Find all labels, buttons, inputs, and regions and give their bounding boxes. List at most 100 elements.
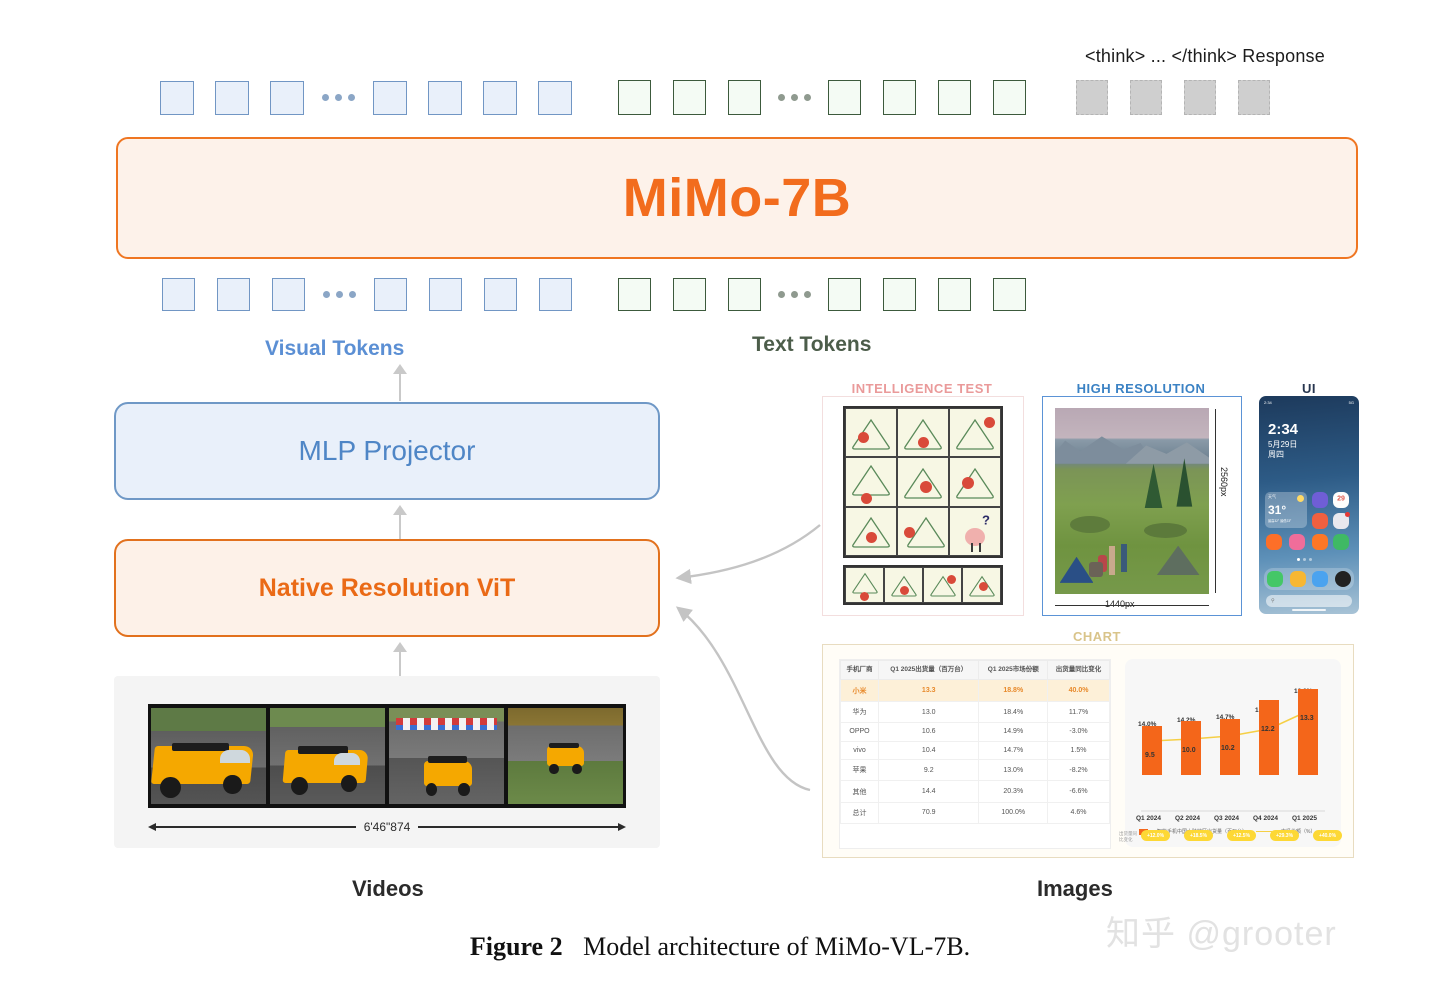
bar-value-label: 10.2 [1221,745,1235,752]
iq-cell-question: ? [949,506,1001,556]
ellipsis-visual-top [322,94,355,101]
table-cell: 14.9% [978,722,1049,742]
x-axis-label: Q1 2025 [1292,815,1317,822]
visual-token [162,278,195,311]
iq-cell [897,506,949,556]
mlp-projector-label: MLP Projector [298,435,476,466]
yoy-badge: +29.3% [1270,830,1299,841]
landscape-photo [1055,408,1209,594]
phone-app-icon[interactable] [1333,534,1349,550]
phone-search-bar[interactable]: ⚲ [1266,595,1352,607]
ellipsis-visual-bottom [323,291,356,298]
table-row: 华为 13.0 18.4% 11.7% [840,700,1110,724]
bottom-token-row [162,278,1026,311]
phone-weekday: 周四 [1268,450,1284,459]
table-row: OPPO 10.6 14.9% -3.0% [840,722,1110,742]
yoy-row-label: 出货量同比变化 [1119,831,1137,842]
phone-date: 5月29日 [1268,440,1298,449]
table-cell: 小米 [840,679,879,702]
table-header-row: 手机厂商 Q1 2025出货量（百万台） Q1 2025市场份额 出货量同比变化 [840,660,1110,681]
phone-dock-icon[interactable] [1312,571,1329,587]
bar-value-label: 10.0 [1182,747,1196,754]
table-row: 小米 13.3 18.8% 40.0% [840,679,1110,702]
ellipsis-text-top [778,94,811,101]
iq-option[interactable] [962,567,1001,603]
phone-dock-icon[interactable] [1267,571,1284,587]
table-cell: 13.0 [877,700,980,724]
video-timeline: 6'46"874 [148,819,626,835]
weather-note: 最高32° 最低23° [1268,519,1292,523]
question-mark: ? [982,512,990,528]
timeline-line [156,826,356,828]
iq-dot [984,416,995,428]
visual-token [538,80,572,115]
weather-temp: 31° [1268,503,1287,517]
iq-cell [845,408,897,458]
weather-city: 天气 [1268,494,1276,499]
table-cell: 40.0% [1047,679,1110,702]
phone-dock-icon[interactable] [1334,571,1351,587]
visual-token [429,278,462,311]
video-frame [151,708,266,804]
iq-dot [978,581,988,591]
phone-app-icon[interactable] [1312,492,1328,508]
visual-token [270,80,304,115]
intelligence-test-card: ? [822,396,1024,616]
table-cell: 苹果 [840,758,879,782]
phone-weather-widget[interactable]: 天气 31° 最高32° 最低23° [1265,492,1307,528]
brain-icon [965,527,985,546]
notification-badge [1345,512,1350,517]
table-cell: 14.4 [877,780,980,803]
visual-token [374,278,407,311]
yoy-badge: +18.5% [1184,830,1213,841]
timeline-arrow-left [148,823,156,831]
text-token [993,278,1026,311]
width-dimension-label: 1440px [1105,599,1135,609]
table-col-header: Q1 2025市场份额 [978,660,1049,681]
text-tokens-label: Text Tokens [752,333,872,356]
bar-value-label: 13.3 [1300,715,1314,722]
table-cell: 1.5% [1047,740,1110,760]
images-label: Images [1037,876,1113,901]
response-token [1238,80,1270,115]
phone-app-icon[interactable]: 29 [1333,492,1349,508]
vit-label: Native Resolution ViT [258,573,516,602]
bar [1181,721,1201,775]
table-cell: 14.7% [978,740,1049,760]
iq-option[interactable] [884,567,923,603]
arrow-vit-to-projector [399,513,401,540]
visual-token [483,80,517,115]
line-point-label: 14.2% [1177,717,1195,724]
table-cell: OPPO [840,722,879,742]
phone-app-icon[interactable] [1333,512,1350,529]
x-axis-label: Q4 2024 [1253,815,1278,822]
text-token [828,80,861,115]
width-dimension-line [1055,605,1209,606]
text-token [728,278,761,311]
response-token [1076,80,1108,115]
table-cell: 9.2 [877,758,980,782]
phone-app-icon[interactable] [1312,534,1328,550]
text-token [938,80,971,115]
mlp-projector-block: MLP Projector [114,402,660,500]
iq-dot [858,431,869,443]
table-cell: 华为 [840,700,879,724]
phone-app-icon[interactable] [1312,513,1328,529]
phone-app-icon[interactable] [1266,534,1282,550]
table-cell: 100.0% [978,801,1049,825]
curved-arrows-images-to-vit [675,524,821,792]
video-duration-label: 6'46"874 [363,820,411,834]
phone-app-icon[interactable] [1289,534,1305,550]
phone-dock-icon[interactable] [1289,571,1306,587]
response-token [1130,80,1162,115]
arrow-video-to-vit [399,650,401,676]
iq-matrix: ? [843,406,1003,558]
ui-screenshot-phone: 2:34 5G 2:34 5月29日 周四 天气 31° 最高32° 最低23°… [1259,396,1359,614]
videos-label: Videos [352,876,424,901]
iq-dot [866,532,877,544]
iq-option[interactable] [845,567,884,603]
iq-options [843,565,1003,605]
sun-icon [1297,495,1304,502]
iq-option[interactable] [923,567,962,603]
table-cell: 其他 [840,780,879,803]
